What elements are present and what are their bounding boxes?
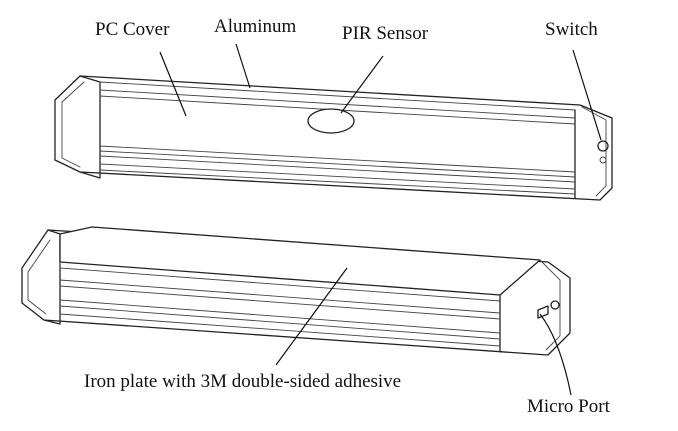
aluminum-label: Aluminum <box>214 16 297 37</box>
micro-port-leader <box>539 313 572 396</box>
pir-sensor-label: PIR Sensor <box>342 23 429 44</box>
top-unit <box>54 75 613 201</box>
iron-plate-label: Iron plate with 3M double-sided adhesive <box>84 371 402 392</box>
pir-sensor-dome <box>307 108 355 134</box>
pc-cover-leader <box>159 51 187 117</box>
iron-plate-leader <box>275 267 348 366</box>
pc-cover-label: PC Cover <box>95 19 170 40</box>
pir-sensor-leader <box>340 55 384 114</box>
bottom-unit <box>21 226 571 356</box>
micro-port-label: Micro Port <box>527 396 610 417</box>
switch-label: Switch <box>545 19 598 40</box>
iron-plate <box>59 226 541 296</box>
aluminum-leader <box>235 43 251 89</box>
switch-leader <box>572 49 602 141</box>
